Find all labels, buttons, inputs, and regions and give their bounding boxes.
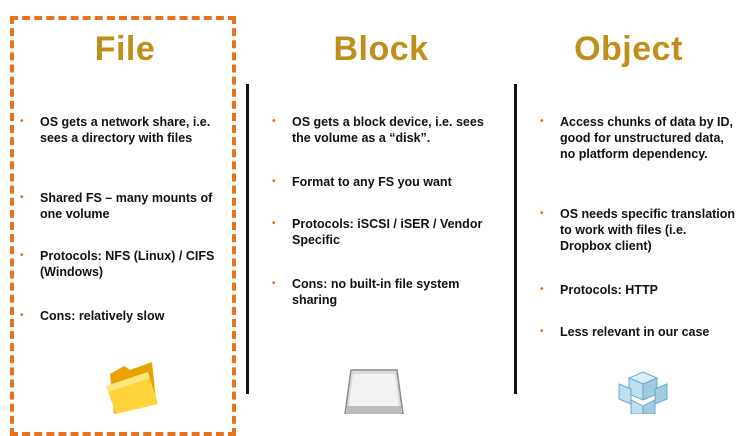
file-bullet-text: Protocols: NFS (Linux) / CIFS (Windows) [40,249,215,279]
block-bullet-3: • Protocols: iSCSI / iSER / Vendor Specif… [272,216,502,248]
block-bullet-text: Cons: no built-in file system sharing [292,277,460,307]
bullet-marker: • [540,284,544,295]
object-bullet-text: Access chunks of data by ID, good for un… [560,115,733,161]
bullet-marker: • [272,218,276,229]
bullet-marker: • [540,116,544,127]
file-title: File [94,30,156,68]
bullet-marker: • [20,250,24,261]
cubes-icon [618,371,668,414]
column-divider-1 [246,84,249,394]
block-bullet-text: Format to any FS you want [292,175,452,189]
folder-icon [106,362,158,414]
bullet-marker: • [272,116,276,127]
file-bullet-4: • Cons: relatively slow [20,308,225,324]
block-column: Block • OS gets a block device, i.e. sees… [250,0,512,414]
block-bullet-text: Protocols: iSCSI / iSER / Vendor Specifi… [292,217,483,247]
bullet-marker: • [540,208,544,219]
object-title: Object [574,30,683,68]
file-bullet-text: Shared FS – many mounts of one volume [40,191,213,221]
column-divider-2 [514,84,517,394]
object-column: Object • Access chunks of data by ID, goo… [517,0,740,414]
file-bullet-3: • Protocols: NFS (Linux) / CIFS (Windows) [20,248,225,280]
bullet-marker: • [272,278,276,289]
object-bullet-text: Less relevant in our case [560,325,710,339]
file-bullet-2: • Shared FS – many mounts of one volume [20,190,225,222]
file-bullet-text: OS gets a network share, i.e. sees a dir… [40,115,211,145]
object-bullet-text: OS needs specific translation to work wi… [560,207,736,253]
bullet-marker: • [540,326,544,337]
block-title: Block [333,30,429,68]
file-bullet-text: Cons: relatively slow [40,309,165,323]
bullet-marker: • [20,192,24,203]
object-bullet-1: • Access chunks of data by ID, good for u… [540,114,738,162]
bullet-marker: • [20,310,24,321]
disk-icon [344,369,404,414]
object-bullet-2: • OS needs specific translation to work w… [540,206,738,254]
bullet-marker: • [272,176,276,187]
bullet-marker: • [20,116,24,127]
file-bullet-1: • OS gets a network share, i.e. sees a di… [20,114,225,146]
object-bullet-text: Protocols: HTTP [560,283,658,297]
object-bullet-4: • Less relevant in our case [540,324,738,340]
block-bullet-4: • Cons: no built-in file system sharing [272,276,502,308]
block-bullet-1: • OS gets a block device, i.e. sees the v… [272,114,502,146]
file-column: File • OS gets a network share, i.e. sees… [10,0,240,414]
block-bullet-text: OS gets a block device, i.e. sees the vo… [292,115,484,145]
object-bullet-3: • Protocols: HTTP [540,282,738,298]
block-bullet-2: • Format to any FS you want [272,174,502,190]
